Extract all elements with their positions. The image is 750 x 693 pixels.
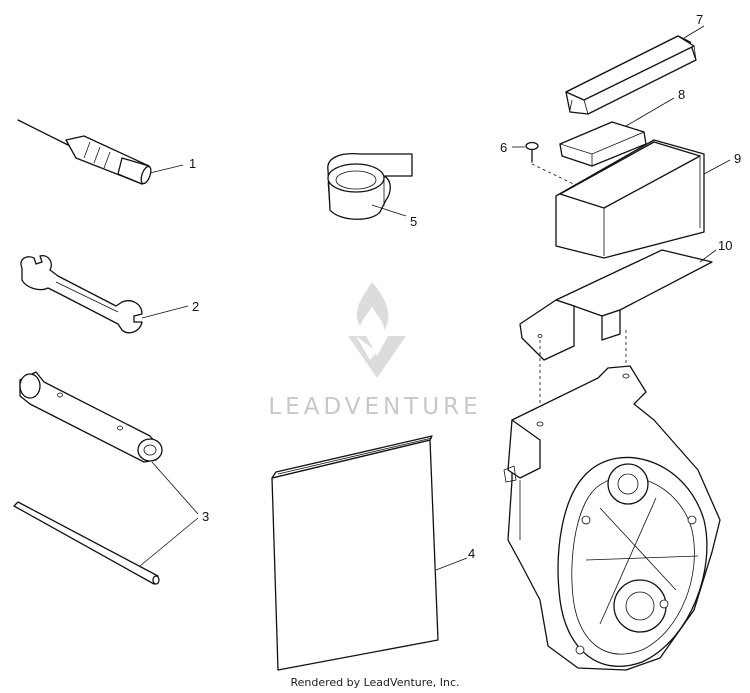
- part-7-box-lid: 7: [565, 12, 705, 115]
- part-10-bracket: 10: [519, 238, 732, 410]
- watermark: LEADVENTURE: [268, 282, 481, 420]
- callout-8: 8: [678, 87, 685, 102]
- callout-7: 7: [696, 12, 703, 27]
- callout-3: 3: [202, 509, 209, 524]
- part-5-tape-roll: 5: [327, 152, 417, 229]
- callout-4: 4: [468, 546, 475, 561]
- watermark-flame-icon: [348, 282, 406, 378]
- chaincase-housing: [503, 365, 721, 671]
- callout-2: 2: [192, 299, 199, 314]
- part-9-tool-box: 9: [555, 139, 741, 259]
- callout-6: 6: [500, 140, 507, 155]
- part-2-wrench: 2: [20, 255, 199, 334]
- part-3-tube-wrench: 3: [13, 371, 209, 585]
- footer-credit: Rendered by LeadVenture, Inc.: [290, 676, 460, 689]
- callout-5: 5: [410, 214, 417, 229]
- callout-1: 1: [189, 156, 196, 171]
- part-1-screwdriver: 1: [17, 119, 196, 185]
- part-8-pad: 8: [558, 87, 685, 167]
- watermark-text: LEADVENTURE: [268, 394, 481, 420]
- part-4-manual: 4: [271, 435, 475, 671]
- callout-10: 10: [718, 238, 732, 253]
- callout-9: 9: [734, 151, 741, 166]
